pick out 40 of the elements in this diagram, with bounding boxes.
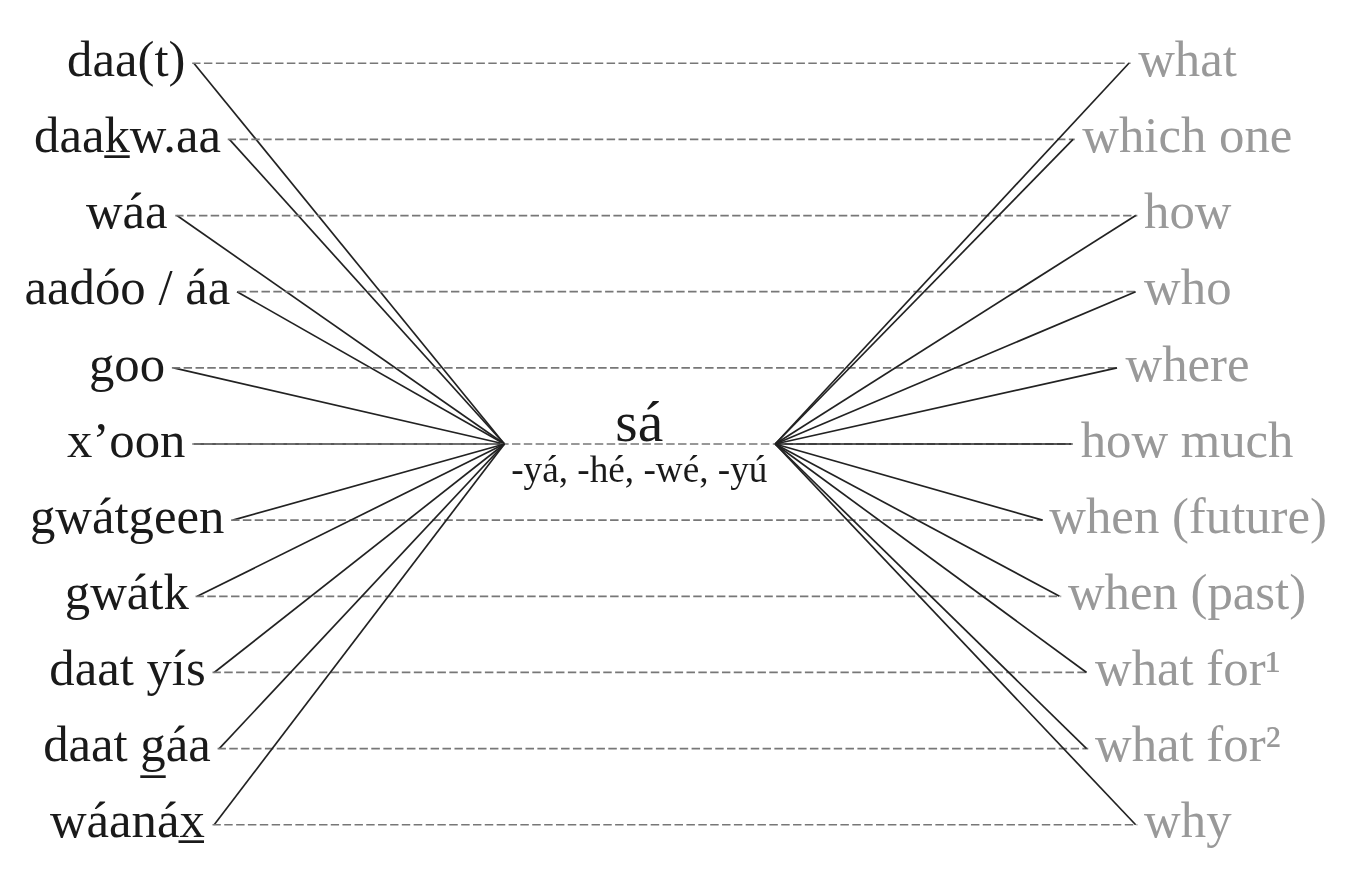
node-text: daak̲w.aa (34, 107, 221, 164)
node-text: daat yís (49, 640, 206, 697)
node-text: who (1144, 259, 1232, 316)
node-text: gwátgeen (29, 487, 225, 544)
node-text: where (1125, 335, 1250, 392)
node-text: x’oon (67, 411, 186, 468)
node-text: gwátk (64, 564, 189, 620)
connector (196, 443, 506, 598)
node-text: why (1144, 792, 1232, 849)
connector (228, 138, 506, 445)
node-text: wáanáx̲ (49, 792, 205, 849)
node-text: aadóo / áa (24, 259, 231, 316)
node-text: what (1138, 30, 1237, 87)
connector (774, 443, 1088, 674)
connector (774, 62, 1130, 445)
node-text: goo (88, 335, 166, 392)
connector (774, 443, 1088, 750)
connector (774, 443, 1061, 598)
connector (774, 443, 1137, 826)
node-text: how much (1080, 411, 1294, 468)
connector (191, 62, 1132, 65)
connector (174, 214, 1139, 217)
node-text: which one (1082, 107, 1293, 164)
connector (230, 519, 1044, 521)
connector (194, 595, 1063, 598)
node-text: what for² (1095, 716, 1281, 773)
connector (213, 443, 506, 826)
node-text: wáa (85, 183, 168, 240)
connector (774, 214, 1137, 445)
connector (216, 747, 1090, 750)
node-text: when (future) (1049, 487, 1327, 544)
connector (213, 443, 506, 674)
node-text: sá -yá, -hé, -wé, -yú (511, 389, 768, 491)
connector (774, 138, 1074, 445)
node-text: when (past) (1067, 564, 1307, 620)
node-text: daa(t) (67, 30, 186, 87)
node-text: how (1144, 183, 1232, 240)
node-text: what for¹ (1095, 640, 1281, 697)
connector (226, 138, 1076, 141)
connector (218, 443, 506, 750)
